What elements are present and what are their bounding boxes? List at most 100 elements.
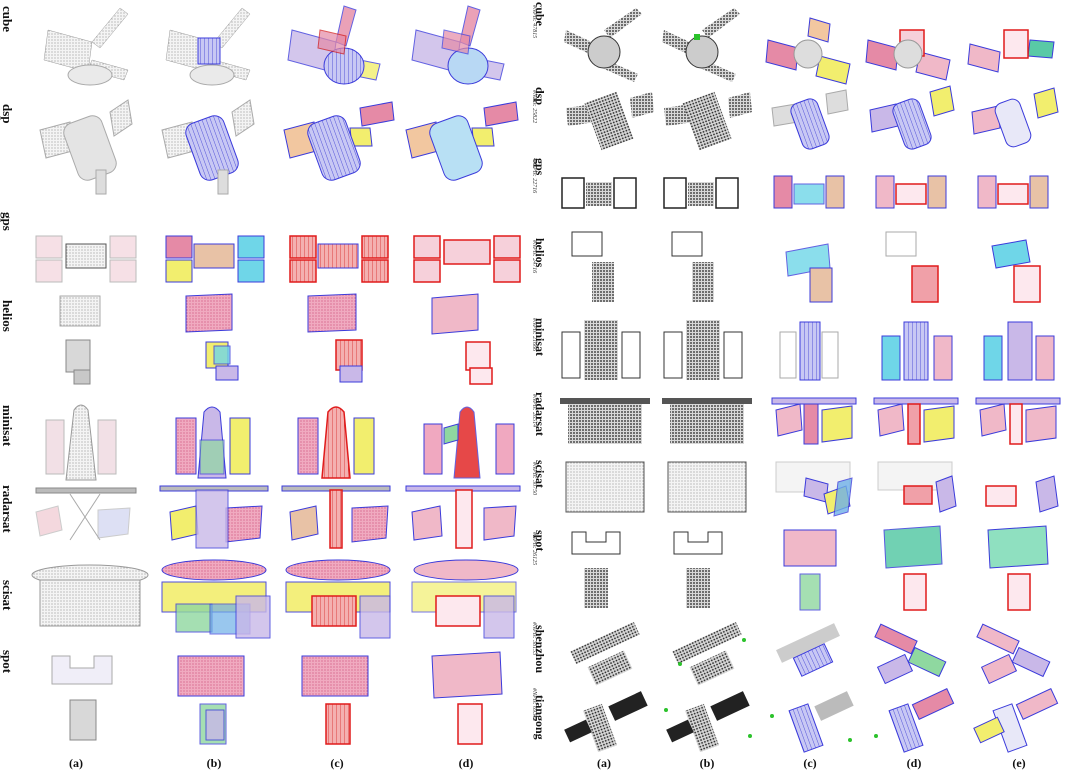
rcell-tiangong-b (664, 691, 752, 753)
rcell-radarsat-b (662, 398, 752, 444)
rcell-gps-e (977, 175, 1049, 209)
cell-scisat-d (411, 559, 519, 639)
rcell-tiangong-d (874, 688, 955, 753)
rcell-minisat-a (561, 320, 641, 380)
rcell-shenzhou-c (776, 623, 840, 677)
rcell-dsp-c (771, 89, 849, 150)
left-row-minisat (45, 404, 515, 481)
cell-radarsat-d (405, 485, 521, 549)
left-row-helios (59, 293, 493, 385)
rcell-helios-e (991, 239, 1041, 303)
rcell-radarsat-e (975, 397, 1061, 445)
rcell-dsp-d (869, 85, 955, 150)
cell-helios-d (431, 293, 493, 385)
cell-gps-c (289, 235, 389, 283)
rcell-helios-d (885, 231, 939, 303)
rcell-helios-b (671, 231, 714, 302)
cell-scisat-c (285, 559, 391, 639)
cell-minisat-a (45, 404, 117, 481)
right-caption: (c) (803, 756, 817, 770)
left-row-gps (35, 235, 521, 283)
rcell-tiangong-c (770, 691, 854, 753)
cell-cube-c (287, 5, 381, 85)
rcell-radarsat-a (560, 398, 650, 444)
cell-cube-b (165, 7, 251, 86)
left-caption: (d) (458, 756, 474, 770)
rcell-cube-b (662, 8, 740, 82)
cell-spot-d (431, 651, 503, 745)
rcell-radarsat-d (873, 397, 959, 445)
rcell-spot-d (883, 525, 943, 611)
right-row-dsp (566, 85, 1059, 151)
cell-spot-c (301, 655, 369, 745)
cell-dsp-c (283, 101, 395, 181)
cell-spot-a (51, 655, 113, 741)
left-caption: (c) (330, 756, 344, 770)
right-row-shenzhou (570, 621, 1051, 686)
right-caption: (a) (597, 756, 611, 770)
cell-radarsat-a (35, 487, 137, 541)
cell-minisat-b (175, 406, 251, 479)
rcell-scisat-e (985, 475, 1059, 513)
left-caption: (a) (69, 756, 83, 770)
rcell-shenzhou-b (672, 621, 746, 686)
cell-minisat-c (297, 406, 375, 479)
rcell-scisat-d (877, 461, 957, 513)
rcell-scisat-c (775, 461, 853, 517)
right-caption: (e) (1012, 756, 1026, 770)
rcell-shenzhou-a (570, 621, 640, 686)
rcell-gps-c (773, 175, 845, 209)
left-caption: (b) (206, 756, 222, 770)
cell-radarsat-c (281, 485, 391, 549)
rcell-cube-e (967, 29, 1055, 73)
rcell-cube-d (865, 29, 951, 81)
cell-gps-b (165, 235, 265, 283)
cell-helios-c (307, 293, 363, 383)
rcell-minisat-c (779, 321, 839, 381)
rcell-dsp-e (971, 87, 1059, 148)
cell-cube-a (43, 7, 129, 86)
rcell-spot-b (673, 531, 723, 608)
rcell-minisat-d (881, 321, 953, 381)
rcell-minisat-b (663, 320, 743, 380)
cell-dsp-b (161, 99, 255, 195)
right-row-cube (564, 8, 1055, 85)
cell-helios-b (185, 293, 239, 381)
right-row-radarsat (560, 397, 1061, 445)
rcell-scisat-b (667, 461, 747, 513)
rcell-tiangong-e (973, 688, 1059, 753)
cell-helios-a (59, 295, 101, 385)
right-row-helios (571, 231, 1041, 303)
rcell-spot-c (783, 529, 837, 611)
rcell-cube-c (765, 17, 851, 85)
left-row-dsp (39, 99, 519, 195)
rcell-spot-a (571, 531, 621, 608)
rcell-dsp-b (664, 91, 752, 151)
right-caption: (d) (906, 756, 922, 770)
cell-spot-b (177, 655, 245, 745)
rcell-gps-d (875, 175, 947, 209)
right-caption: (b) (699, 756, 715, 770)
rcell-radarsat-c (771, 397, 857, 445)
left-row-scisat (31, 559, 519, 639)
cell-dsp-d (405, 101, 519, 181)
rcell-cube-a (564, 8, 642, 82)
rcell-gps-a (561, 177, 637, 209)
right-row-minisat (561, 320, 1055, 381)
cell-scisat-a (31, 564, 149, 627)
cell-gps-a (35, 235, 137, 283)
cell-gps-d (413, 235, 521, 283)
rcell-shenzhou-d (874, 623, 947, 685)
rcell-tiangong-a (564, 691, 648, 753)
left-row-cube (43, 5, 505, 86)
cell-dsp-a (39, 99, 133, 195)
right-row-spot (571, 525, 1049, 611)
rcell-dsp-a (566, 91, 654, 151)
right-row-tiangong (564, 688, 1059, 753)
rcell-scisat-a (565, 461, 645, 513)
rcell-helios-a (571, 231, 614, 302)
cell-radarsat-b (159, 485, 269, 549)
right-row-gps (561, 175, 1049, 209)
